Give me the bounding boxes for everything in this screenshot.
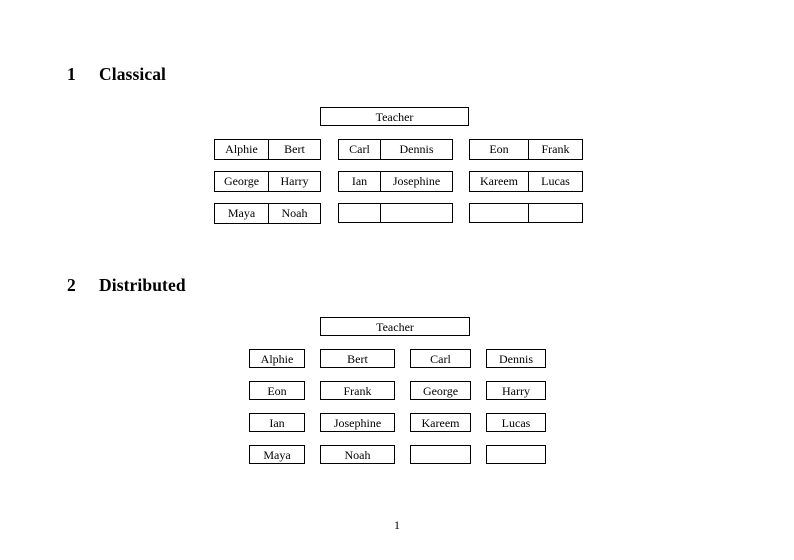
classical-group-c-table <box>469 203 583 223</box>
distributed-cell-empty <box>410 445 471 464</box>
distributed-cell: George <box>410 381 471 400</box>
classical-group-c-table: Kareem Lucas <box>469 171 583 192</box>
classical-group-b-table: Ian Josephine <box>338 171 453 192</box>
table-cell-empty <box>528 203 583 223</box>
teacher-box-distributed: Teacher <box>320 317 470 336</box>
section-number: 2 <box>67 275 76 295</box>
distributed-cell: Lucas <box>486 413 546 432</box>
table-row: Maya Noah <box>214 203 321 224</box>
classical-group-c-table: Eon Frank <box>469 139 583 160</box>
distributed-cell: Harry <box>486 381 546 400</box>
table-row: Kareem Lucas <box>469 171 583 192</box>
section-heading-classical: 1 Classical <box>67 64 166 85</box>
distributed-cell: Dennis <box>486 349 546 368</box>
classical-group-b-table <box>338 203 453 223</box>
table-cell: Carl <box>338 139 381 160</box>
table-cell: Kareem <box>469 171 529 192</box>
distributed-cell: Bert <box>320 349 395 368</box>
table-row: Carl Dennis <box>338 139 453 160</box>
table-row: Alphie Bert <box>214 139 321 160</box>
table-cell-empty <box>338 203 381 223</box>
table-cell: Harry <box>268 171 321 192</box>
classical-group-a-table: Maya Noah <box>214 203 321 224</box>
table-row <box>338 203 453 223</box>
table-cell: Maya <box>214 203 269 224</box>
distributed-cell: Carl <box>410 349 471 368</box>
section-title: Classical <box>99 64 167 84</box>
section-number: 1 <box>67 64 76 84</box>
table-cell-empty <box>469 203 529 223</box>
distributed-cell: Noah <box>320 445 395 464</box>
distributed-cell: Kareem <box>410 413 471 432</box>
classical-group-b-table: Carl Dennis <box>338 139 453 160</box>
distributed-cell: Ian <box>249 413 305 432</box>
table-row <box>469 203 583 223</box>
distributed-cell: Alphie <box>249 349 305 368</box>
distributed-cell: Maya <box>249 445 305 464</box>
classical-group-a-table: George Harry <box>214 171 321 192</box>
table-cell: Noah <box>268 203 321 224</box>
table-cell: Bert <box>268 139 321 160</box>
distributed-cell: Josephine <box>320 413 395 432</box>
table-cell: Eon <box>469 139 529 160</box>
table-cell: Lucas <box>528 171 583 192</box>
distributed-cell-empty <box>486 445 546 464</box>
page-number: 1 <box>394 518 400 532</box>
distributed-cell: Frank <box>320 381 395 400</box>
table-cell: Frank <box>528 139 583 160</box>
distributed-cell: Eon <box>249 381 305 400</box>
table-row: Eon Frank <box>469 139 583 160</box>
table-cell: Alphie <box>214 139 269 160</box>
section-heading-distributed: 2 Distributed <box>67 275 186 296</box>
table-cell: George <box>214 171 269 192</box>
table-cell: Ian <box>338 171 381 192</box>
table-cell: Josephine <box>380 171 453 192</box>
teacher-box-classical: Teacher <box>320 107 469 126</box>
table-row: George Harry <box>214 171 321 192</box>
section-title: Distributed <box>99 275 186 295</box>
table-cell-empty <box>380 203 453 223</box>
classical-group-a-table: Alphie Bert <box>214 139 321 160</box>
table-row: Ian Josephine <box>338 171 453 192</box>
table-cell: Dennis <box>380 139 453 160</box>
